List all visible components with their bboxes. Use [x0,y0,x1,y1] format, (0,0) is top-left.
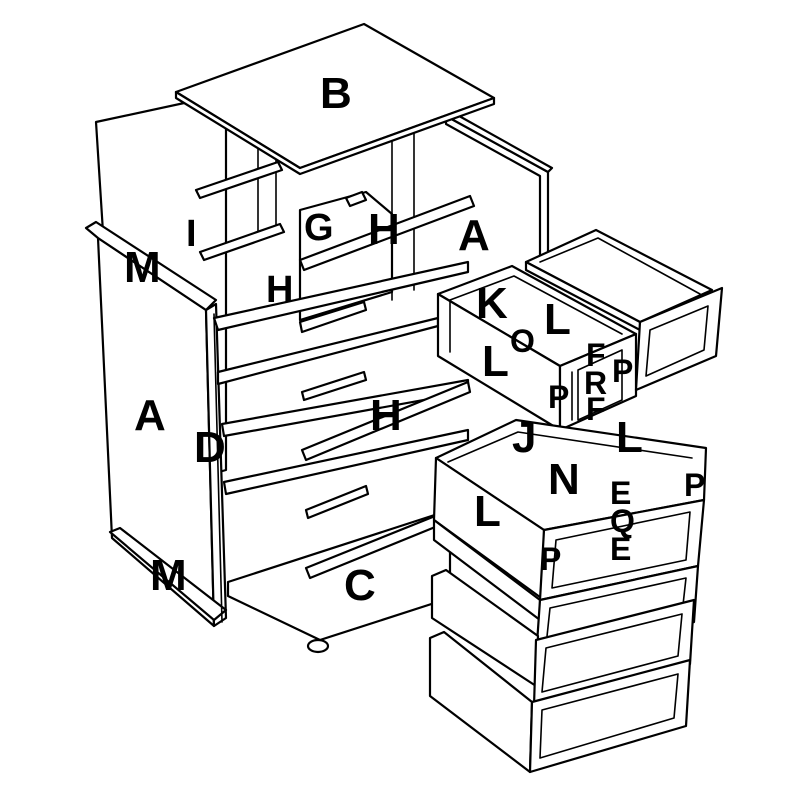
part-labels: B A A C D G H H H I M M K L O L F P R P … [124,69,705,610]
drawer-3 [430,568,696,708]
small-drawer-right [524,228,724,392]
label-l-c: L [616,413,643,462]
label-p-top-right: P [612,353,633,389]
label-q: Q [610,503,635,539]
label-l-b: L [482,337,509,386]
label-h-mid: H [266,269,293,311]
label-h-low: H [370,391,402,440]
drawer-runners [194,160,476,580]
label-m-top: M [124,243,161,292]
label-e-bottom: E [610,531,631,567]
left-side-panel [84,220,228,628]
top-panel [174,22,496,176]
label-a-right: A [458,211,490,260]
label-h-top: H [368,205,400,254]
label-a-left: A [134,391,166,440]
label-b: B [320,69,352,118]
label-j: J [512,413,536,462]
label-r: R [584,365,607,401]
drawer-open-top [432,418,708,602]
label-p-top-left: P [548,379,569,415]
shelf-rails [212,260,470,496]
label-l-d: L [474,487,501,536]
drawer-4 [428,630,692,774]
label-o: O [510,323,535,359]
label-l-a: L [544,295,571,344]
label-e-top: E [610,475,631,511]
label-m-bottom: M [150,551,187,600]
label-f-bottom: F [586,391,606,427]
label-d: D [194,423,226,472]
label-c: C [344,561,376,610]
label-k: K [476,279,508,328]
label-f-top: F [586,337,606,373]
label-p-bottom: P [540,541,561,577]
label-i: I [186,213,197,255]
front-face-strip [213,313,223,623]
label-g: G [304,207,334,249]
label-p-right: P [684,467,705,503]
label-n: N [548,455,580,504]
small-drawer-left [436,264,638,432]
